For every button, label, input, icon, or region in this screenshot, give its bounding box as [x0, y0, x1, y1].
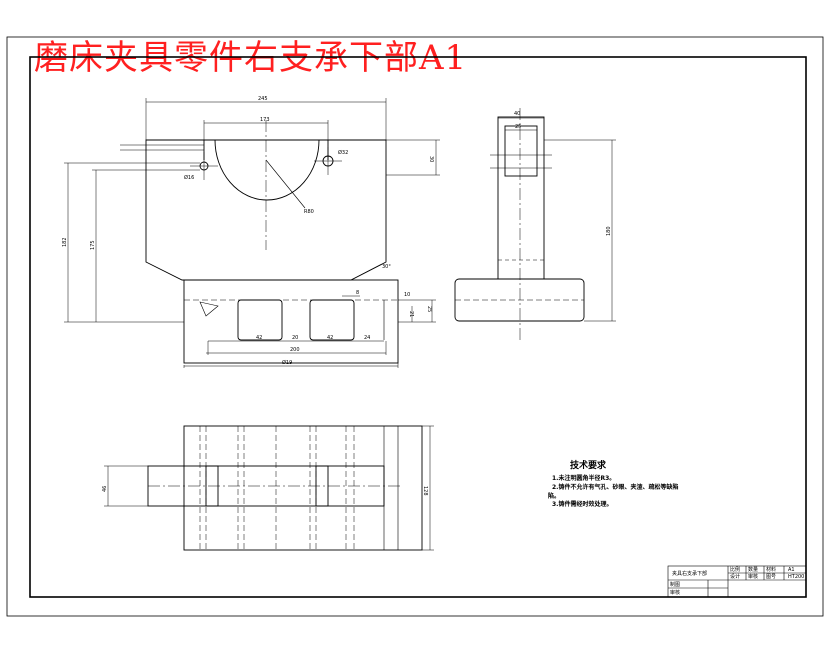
- dim-front-top-width: 245: [258, 96, 268, 102]
- dim-base-seg3: 42: [327, 335, 333, 341]
- title-block: [667, 565, 807, 598]
- dim-base-side2: 21: [408, 311, 414, 317]
- title-block-cell-2: 数量: [748, 566, 758, 573]
- title-block-cell-3: 材料: [766, 566, 776, 573]
- side-dimensions: [498, 117, 616, 322]
- dim-base-seg4: 24: [364, 335, 370, 341]
- dim-side-height: 180: [606, 226, 612, 236]
- title-block-cell-8: HT200: [788, 574, 804, 580]
- tech-line-1: 1.未注明圆角半径R3。: [552, 474, 615, 482]
- title-block-cell-5: 设计: [730, 573, 740, 580]
- dim-front-radius: R80: [304, 209, 314, 215]
- dim-front-hole-left: Ø16: [184, 174, 194, 181]
- front-view: [145, 120, 387, 281]
- title-block-row-2: 审核: [670, 589, 680, 596]
- title-block-cell-6: 审核: [748, 573, 758, 580]
- top-view-dimensions: [104, 425, 434, 551]
- tech-requirements: 技术要求 1.未注明圆角半径R3。 2.铸件不允许有气孔、砂眼、夹渣、疏松等缺陷…: [548, 459, 678, 508]
- base-dimensions: [183, 295, 436, 368]
- tech-line-2: 2.铸件不允许有气孔、砂眼、夹渣、疏松等缺陷: [552, 483, 678, 491]
- dim-base-overall: Ø19: [282, 359, 292, 366]
- dim-front-height-left: 182: [62, 237, 68, 247]
- title-block-row-1: 制图: [670, 581, 680, 588]
- drawing-border: [29, 56, 807, 598]
- dim-base-side1: 10: [404, 292, 410, 298]
- dim-front-angle: 30°: [382, 264, 391, 270]
- dim-base-total: 200: [290, 347, 300, 353]
- dim-base-seg2: 20: [292, 335, 298, 341]
- dim-top-view-width: 128: [422, 486, 428, 496]
- top-view: [147, 425, 423, 551]
- base-view: [183, 279, 399, 364]
- page-title: 磨床夹具零件右支承下部A1: [34, 38, 468, 78]
- dim-front-slot-width: 173: [260, 117, 270, 123]
- title-block-cell-4: A1: [788, 567, 795, 573]
- tech-line-4: 3.铸件需经时效处理。: [552, 500, 612, 508]
- dim-side-top-width: 40: [514, 111, 520, 117]
- dim-top-view-height: 46: [102, 486, 108, 492]
- dim-base-seg1: 42: [256, 335, 262, 341]
- dim-front-height-inner: 175: [90, 240, 96, 250]
- dim-front-hole-right: Ø32: [338, 149, 348, 156]
- dim-side-slot-width: 25: [515, 124, 521, 130]
- dim-base-height: 25: [426, 306, 432, 312]
- front-dimensions: [64, 98, 440, 323]
- outer-frame: [6, 36, 824, 617]
- title-block-cell-1: 比例: [730, 566, 740, 573]
- dim-base-small: 8: [356, 290, 359, 296]
- side-view: [454, 108, 585, 340]
- tech-requirements-title: 技术要求: [570, 459, 607, 471]
- title-block-part-name: 夹具右支承下部: [672, 570, 707, 577]
- title-block-cell-7: 图号: [766, 574, 776, 580]
- dim-front-right: 30: [428, 156, 434, 162]
- tech-line-3: 陷。: [548, 492, 560, 500]
